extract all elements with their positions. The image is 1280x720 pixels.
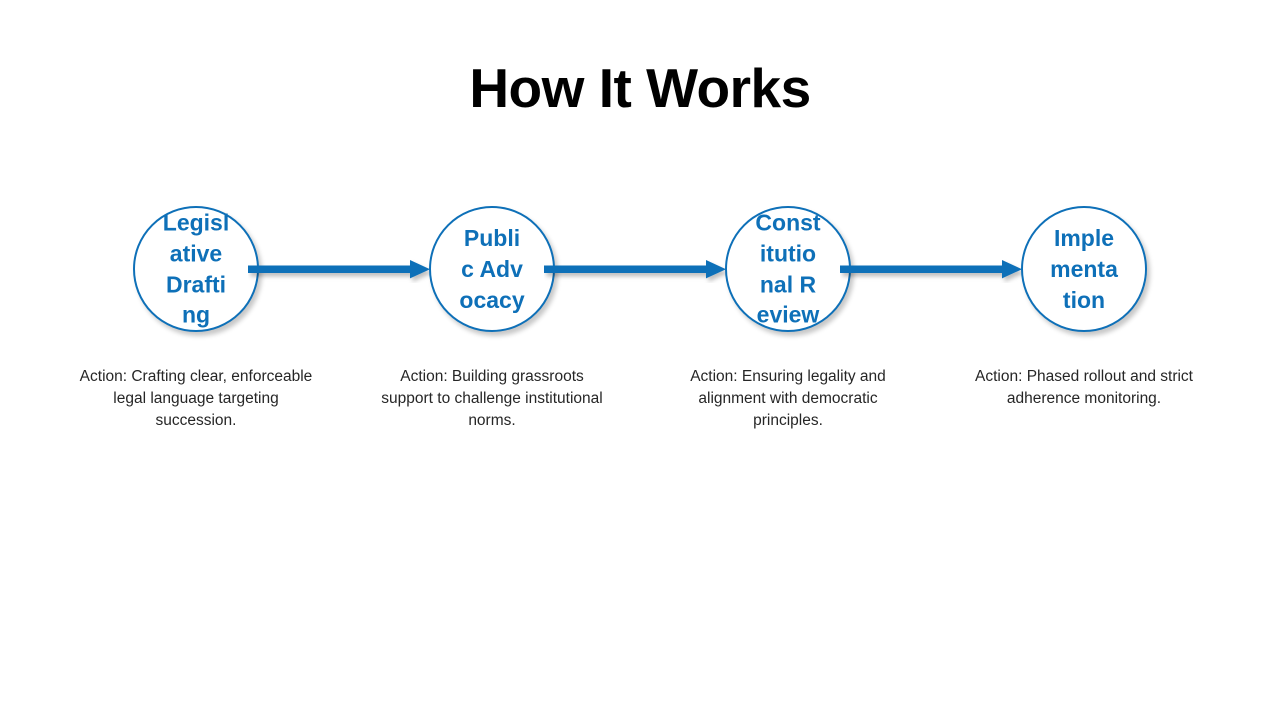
arrow-right-icon-connector-2 [544,255,730,283]
node-circle-shape [725,206,851,332]
node-circle-shape [429,206,555,332]
flow-node-constitutional-review[interactable]: Constitutional Review [725,206,851,332]
flow-node-implementation[interactable]: Implementation [1021,206,1147,332]
flow-node-caption-constitutional-review: Action: Ensuring legality and alignment … [690,368,886,429]
flow-node-legislative-drafting[interactable]: Legislative Drafting [133,206,259,332]
flow-node-caption-implementation: Action: Phased rollout and strict adhere… [975,368,1193,407]
node-circle-shape [1021,206,1147,332]
arrow-right-icon-connector-3 [840,255,1026,283]
flow-node-caption-legislative-drafting: Action: Crafting clear, enforceable lega… [79,368,313,429]
flow-node-caption-public-advocacy: Action: Building grassroots support to c… [381,368,603,429]
arrow-right-icon-connector-1 [248,255,434,283]
page-title: How It Works [469,57,811,119]
node-circle-shape [133,206,259,332]
flow-node-public-advocacy[interactable]: Public Advocacy [429,206,555,332]
